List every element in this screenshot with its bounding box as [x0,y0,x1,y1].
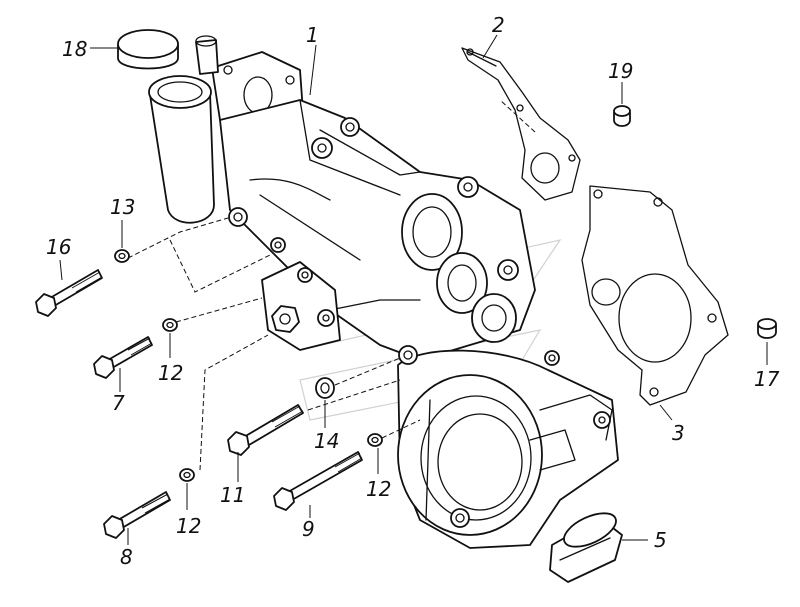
bolt-part-16 [35,269,103,317]
washer-part-12-b [179,468,195,482]
front-housing-part-1 [148,35,619,549]
upper-gasket-part-2 [461,47,581,201]
callout-9: 9 [302,517,315,541]
nut-part-19 [613,105,631,127]
bolt-part-8 [103,491,171,539]
lower-gasket-part-3 [581,185,729,406]
washer-part-12-a [162,318,178,332]
bolt-part-11 [227,404,304,456]
callout-2: 2 [492,13,505,37]
callout-11: 11 [220,483,245,507]
callout-13: 13 [110,195,135,219]
callout-17: 17 [754,367,780,391]
callout-18: 18 [62,37,87,61]
callout-14: 14 [314,429,339,453]
callout-7: 7 [112,391,125,415]
callout-1: 1 [306,23,319,47]
assembly-axis-lines [127,99,536,471]
leader-lines [59,34,768,545]
callout-16: 16 [46,235,71,259]
bolt-part-7 [93,336,153,379]
washer-part-13 [114,249,130,263]
callout-12-bottom: 12 [176,514,201,538]
callout-19: 19 [608,59,633,83]
bolt-part-9 [273,451,363,511]
callout-12-right: 12 [366,477,391,501]
callout-3: 3 [672,421,685,445]
callout-12-top: 12 [158,361,183,385]
washer-part-14 [315,377,335,399]
plug-part-17 [757,318,777,339]
washer-part-12-c [367,433,383,447]
callout-5: 5 [654,528,667,552]
callout-8: 8 [120,545,133,569]
cap-part-5 [549,512,623,583]
plug-part-18 [117,29,179,70]
